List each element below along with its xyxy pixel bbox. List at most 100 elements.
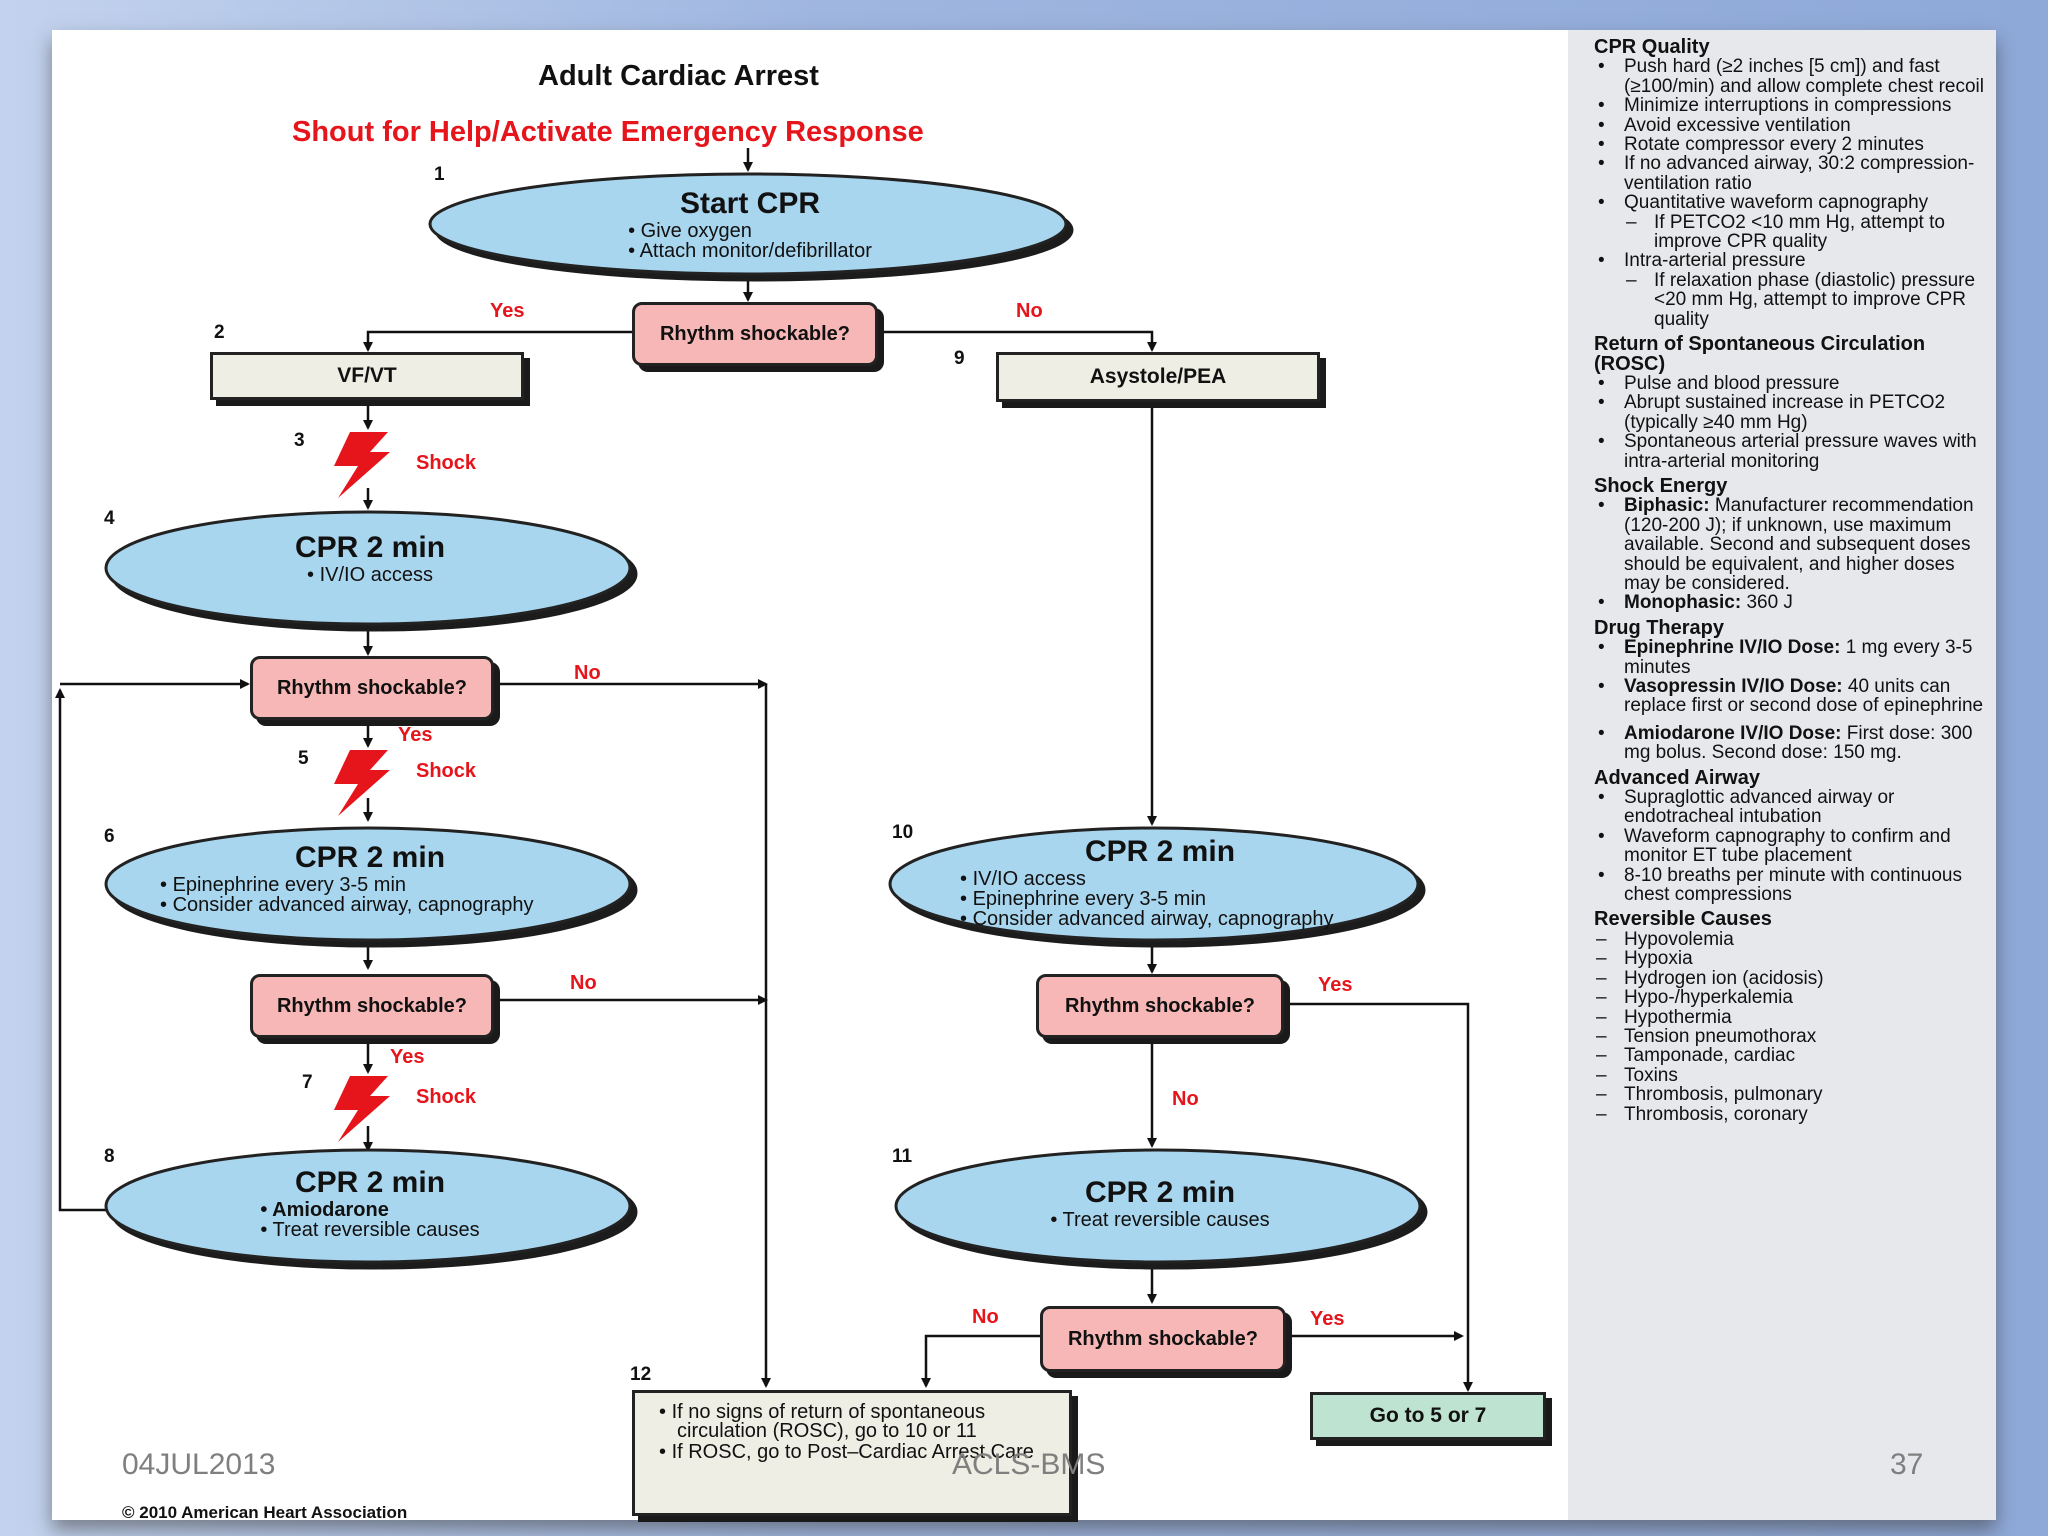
- cpr6-list: Epinephrine every 3-5 min Consider advan…: [160, 875, 580, 915]
- rosc-list: Pulse and blood pressure Abrupt sustaine…: [1594, 373, 1989, 471]
- step-number-8: 8: [104, 1146, 115, 1167]
- decision-rhythm-2: Rhythm shockable?: [250, 656, 494, 720]
- cpr11-node: CPR 2 min Treat reversible causes: [960, 1174, 1360, 1234]
- sidebar-notes: CPR Quality Push hard (≥2 inches [5 cm])…: [1594, 37, 1989, 1125]
- cause-item: Tamponade, cardiac: [1594, 1046, 1989, 1066]
- step-number-9: 9: [954, 348, 965, 369]
- rosc-item: Spontaneous arterial pressure waves with…: [1594, 432, 1989, 471]
- label-no: No: [972, 1306, 999, 1328]
- drug-item: Amiodarone IV/IO Dose: First dose: 300 m…: [1594, 724, 1989, 763]
- cpr11-item: Treat reversible causes: [1050, 1210, 1270, 1230]
- cpr-quality-subitem: If relaxation phase (diastolic) pressure…: [1594, 271, 1989, 329]
- monophasic-label: Monophasic:: [1624, 592, 1742, 614]
- cause-item: Hypovolemia: [1594, 929, 1989, 949]
- cpr-quality-item: Avoid excessive ventilation: [1594, 115, 1989, 135]
- step-12-box: If no signs of return of spontaneous cir…: [632, 1390, 1072, 1516]
- drug-item: Vasopressin IV/IO Dose: 40 units can rep…: [1594, 677, 1989, 716]
- step-12-item: If no signs of return of spontaneous cir…: [659, 1402, 1059, 1441]
- label-shock: Shock: [416, 452, 477, 474]
- amio-label: Amiodarone IV/IO Dose:: [1624, 722, 1842, 744]
- cpr10-node: CPR 2 min IV/IO access Epinephrine every…: [950, 828, 1370, 938]
- cpr-quality-subitem: If PETCO2 <10 mm Hg, attempt to improve …: [1594, 213, 1989, 252]
- step-number-7: 7: [302, 1072, 313, 1093]
- cpr-quality-item: Minimize interruptions in compressions: [1594, 96, 1989, 116]
- cpr10-item: IV/IO access: [960, 869, 1360, 889]
- epi-text: 1 mg every 3-5 minutes: [1624, 637, 1973, 678]
- shock-energy-item: Biphasic: Manufacturer recommendation (1…: [1594, 496, 1989, 593]
- amio-text: First dose: 300 mg bolus. Second dose: 1…: [1624, 722, 1973, 764]
- subtitle: Shout for Help/Activate Emergency Respon…: [292, 116, 924, 148]
- start-cpr-list: Give oxygen Attach monitor/defibrillator: [628, 221, 872, 261]
- ellipse-cpr11: [894, 1148, 1422, 1264]
- footer-date: 04JUL2013: [122, 1448, 276, 1481]
- shock-energy-item: Monophasic: 360 J: [1594, 592, 1989, 614]
- decision-rhythm-4: Rhythm shockable?: [1036, 974, 1284, 1038]
- drug-item: Epinephrine IV/IO Dose: 1 mg every 3-5 m…: [1594, 638, 1989, 677]
- asystole-pea-box: Asystole/PEA: [996, 352, 1320, 402]
- shock-energy-heading: Shock Energy: [1594, 474, 1728, 497]
- step-number-6: 6: [104, 826, 115, 847]
- step-number-12: 12: [630, 1364, 652, 1385]
- cpr11-list: Treat reversible causes: [1050, 1210, 1270, 1230]
- vaso-text: 40 units can replace first or second dos…: [1624, 676, 1984, 717]
- cpr6-item: Epinephrine every 3-5 min: [160, 875, 580, 895]
- shock-bolt-5: [334, 750, 390, 816]
- cpr-quality-item: Rotate compressor every 2 minutes: [1594, 135, 1989, 155]
- vaso-label: Vasopressin IV/IO Dose:: [1624, 676, 1843, 697]
- label-no: No: [574, 662, 601, 684]
- cause-item: Hypothermia: [1594, 1007, 1989, 1027]
- step-number-1: 1: [434, 164, 445, 185]
- cpr4-title: CPR 2 min: [294, 531, 446, 564]
- decision-rhythm-3: Rhythm shockable?: [250, 974, 494, 1038]
- monophasic-text: 360 J: [1746, 592, 1793, 614]
- airway-item: Supraglottic advanced airway or endotrac…: [1594, 788, 1989, 827]
- page-title: Adult Cardiac Arrest: [538, 60, 819, 92]
- decision-rhythm-5: Rhythm shockable?: [1040, 1306, 1286, 1372]
- step-number-3: 3: [294, 430, 305, 451]
- vfvt-box: VF/VT: [210, 352, 524, 400]
- rosc-item: Pulse and blood pressure: [1594, 373, 1989, 393]
- step-12-item: If ROSC, go to Post–Cardiac Arrest Care: [659, 1442, 1059, 1462]
- start-cpr-title: Start CPR: [679, 187, 821, 220]
- rosc-heading: Return of Spontaneous Circulation (ROSC): [1594, 333, 1926, 375]
- reversible-causes-list: Hypovolemia Hypoxia Hydrogen ion (acidos…: [1594, 929, 1989, 1124]
- label-yes: Yes: [1318, 974, 1353, 996]
- cause-item: Hypoxia: [1594, 949, 1989, 969]
- label-shock: Shock: [416, 1086, 477, 1108]
- shock-energy-list: Biphasic: Manufacturer recommendation (1…: [1594, 496, 1989, 614]
- cause-item: Tension pneumothorax: [1594, 1026, 1989, 1046]
- shock-bolt-3: [334, 432, 390, 498]
- cpr-quality-item: Push hard (≥2 inches [5 cm]) and fast (≥…: [1594, 57, 1989, 96]
- step-number-11: 11: [892, 1146, 913, 1167]
- cpr8-title: CPR 2 min: [294, 1166, 446, 1199]
- cpr-quality-list: Push hard (≥2 inches [5 cm]) and fast (≥…: [1594, 57, 1989, 329]
- cpr-quality-item: Intra-arterial pressure: [1594, 251, 1989, 271]
- airway-item: Waveform capnography to confirm and moni…: [1594, 827, 1989, 866]
- step-number-10: 10: [892, 822, 914, 843]
- label-no: No: [1172, 1088, 1199, 1110]
- cpr8-list: Amiodarone Treat reversible causes: [260, 1200, 480, 1240]
- biphasic-text: Manufacturer recommendation (120-200 J);…: [1624, 495, 1974, 594]
- cpr8-item: Treat reversible causes: [260, 1220, 480, 1240]
- cpr4-item: IV/IO access: [307, 565, 433, 585]
- cause-item: Thrombosis, coronary: [1594, 1104, 1989, 1124]
- label-yes: Yes: [1310, 1308, 1345, 1330]
- cpr6-node: CPR 2 min Epinephrine every 3-5 min Cons…: [130, 834, 610, 924]
- step-number-2: 2: [214, 322, 225, 343]
- cpr4-list: IV/IO access: [307, 565, 433, 585]
- start-cpr-item: Give oxygen: [628, 221, 872, 241]
- step-number-5: 5: [298, 748, 309, 769]
- cause-item: Hypo-/hyperkalemia: [1594, 988, 1989, 1008]
- cpr-quality-item: Quantitative waveform capnography: [1594, 193, 1989, 213]
- cpr8-node: CPR 2 min Amiodarone Treat reversible ca…: [140, 1164, 600, 1244]
- epi-label: Epinephrine IV/IO Dose:: [1624, 637, 1841, 659]
- cpr11-title: CPR 2 min: [1084, 1176, 1236, 1209]
- cpr6-title: CPR 2 min: [294, 841, 446, 874]
- label-no: No: [570, 972, 597, 994]
- cpr8-item: Amiodarone: [260, 1200, 479, 1220]
- cpr10-list: IV/IO access Epinephrine every 3-5 min C…: [960, 869, 1360, 929]
- rosc-item: Abrupt sustained increase in PETCO2 (typ…: [1594, 393, 1989, 432]
- shock-bolt-7: [334, 1076, 390, 1142]
- start-cpr-node: Start CPR Give oxygen Attach monitor/def…: [440, 180, 1060, 270]
- cause-item: Toxins: [1594, 1065, 1989, 1085]
